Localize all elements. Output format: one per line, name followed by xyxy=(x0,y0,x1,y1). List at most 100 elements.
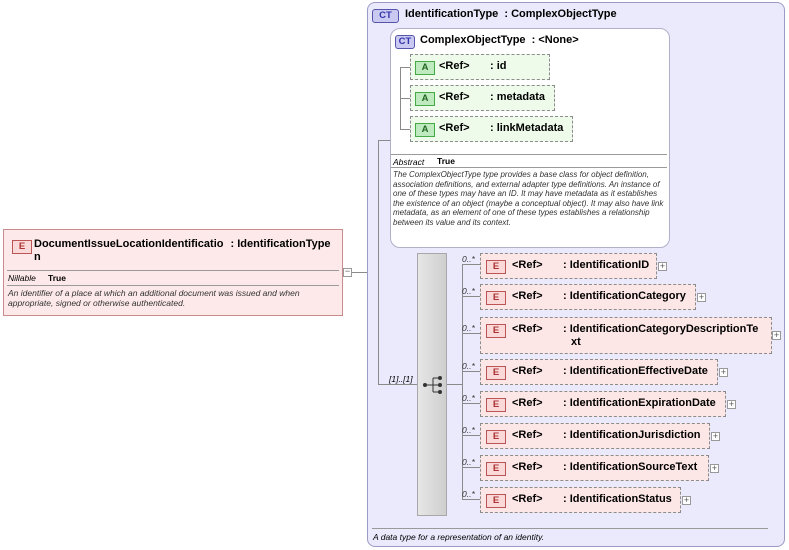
elem-connector-8 xyxy=(462,499,480,500)
element-name: : IdentificationJurisdiction xyxy=(563,429,701,441)
expand-icon[interactable]: + xyxy=(727,399,736,409)
element-badge: E xyxy=(486,366,506,380)
sequence-compositor[interactable] xyxy=(417,253,447,516)
attribute-ref: <Ref> xyxy=(439,122,470,134)
connector-root-h xyxy=(352,272,378,273)
element-name-line2: xt xyxy=(571,336,581,348)
element-badge: E xyxy=(486,430,506,444)
element-ref: <Ref> xyxy=(512,461,543,473)
element-ref: <Ref> xyxy=(512,323,543,335)
element-name: : IdentificationEffectiveDate xyxy=(563,365,708,377)
attribute-ref: <Ref> xyxy=(439,60,470,72)
root-element-name-line1: DocumentIssueLocationIdentificatio xyxy=(34,238,224,250)
inner-complex-type-badge: CT xyxy=(395,35,415,49)
root-element-box[interactable]: E DocumentIssueLocationIdentificatio : I… xyxy=(3,229,343,316)
element-ref: <Ref> xyxy=(512,429,543,441)
elem-connector-2 xyxy=(462,296,480,297)
element-multiplicity: 0..* xyxy=(462,286,475,296)
element-ref: <Ref> xyxy=(512,365,543,377)
complex-type-title: IdentificationType : ComplexObjectType xyxy=(405,8,617,20)
element-badge: E xyxy=(486,462,506,476)
element-ref: <Ref> xyxy=(512,290,543,302)
sequence-icon xyxy=(423,376,442,394)
expand-icon[interactable]: + xyxy=(682,495,691,505)
element-ref: <Ref> xyxy=(512,493,543,505)
elem-connector-4 xyxy=(462,371,480,372)
sequence-multiplicity: [1]..[1] xyxy=(389,374,413,384)
element-badge: E xyxy=(486,494,506,508)
element-multiplicity: 0..* xyxy=(462,393,475,403)
outer-footer-separator xyxy=(372,528,768,529)
seq-connector-v xyxy=(462,264,463,500)
inner-type-description: The ComplexObjectType type provides a ba… xyxy=(393,170,664,227)
element-identificationeffectivedate[interactable]: E <Ref> : IdentificationEffectiveDate xyxy=(480,359,718,385)
element-identificationcategory[interactable]: E <Ref> : IdentificationCategory xyxy=(480,284,696,310)
attr-connector-2 xyxy=(400,98,410,99)
element-ref: <Ref> xyxy=(512,397,543,409)
attribute-name: : id xyxy=(490,60,507,72)
attr-connector-1 xyxy=(400,67,410,68)
root-separator-1 xyxy=(7,270,339,271)
collapse-toggle-icon[interactable]: − xyxy=(343,266,352,277)
element-identificationexpirationdate[interactable]: E <Ref> : IdentificationExpirationDate xyxy=(480,391,726,417)
element-multiplicity: 0..* xyxy=(462,425,475,435)
nillable-value: True xyxy=(48,273,66,283)
connector-outer-v xyxy=(378,140,379,385)
connector-to-sequence xyxy=(378,384,418,385)
attr-connector-3 xyxy=(400,129,410,130)
element-identificationjurisdiction[interactable]: E <Ref> : IdentificationJurisdiction xyxy=(480,423,710,449)
seq-connector-main xyxy=(447,384,462,385)
expand-icon[interactable]: + xyxy=(710,463,719,473)
element-ref: <Ref> xyxy=(512,259,543,271)
elem-connector-3 xyxy=(462,333,480,334)
root-element-type: : IdentificationType xyxy=(230,238,331,250)
complex-type-name: IdentificationType xyxy=(405,8,499,20)
complex-type-badge: CT xyxy=(372,9,399,23)
inner-separator-1 xyxy=(391,154,667,155)
expand-icon[interactable]: + xyxy=(697,292,706,302)
inner-complex-type-name: ComplexObjectType xyxy=(420,34,526,46)
root-description: An identifier of a place at which an add… xyxy=(8,288,300,308)
element-multiplicity: 0..* xyxy=(462,323,475,333)
element-identificationcategorydescriptiontext[interactable]: E <Ref> : IdentificationCategoryDescript… xyxy=(480,317,772,354)
element-badge: E xyxy=(486,398,506,412)
element-identificationstatus[interactable]: E <Ref> : IdentificationStatus xyxy=(480,487,681,513)
elem-connector-1 xyxy=(462,264,480,265)
element-identificationsourcetext[interactable]: E <Ref> : IdentificationSourceText xyxy=(480,455,709,481)
root-element-name: DocumentIssueLocationIdentificatio : Ide… xyxy=(34,238,339,264)
attribute-badge: A xyxy=(415,92,435,106)
abstract-value: True xyxy=(437,156,455,166)
attribute-ref: <Ref> xyxy=(439,91,470,103)
expand-icon[interactable]: + xyxy=(658,261,667,271)
element-multiplicity: 0..* xyxy=(462,361,475,371)
element-badge: E xyxy=(486,260,506,274)
complex-type-base: : ComplexObjectType xyxy=(504,8,617,20)
element-name: : IdentificationID xyxy=(563,259,650,271)
element-name: : IdentificationExpirationDate xyxy=(563,397,716,409)
element-multiplicity: 0..* xyxy=(462,457,475,467)
element-badge: E xyxy=(486,324,506,338)
element-name: : IdentificationCategoryDescriptionTe xt xyxy=(563,323,758,349)
element-multiplicity: 0..* xyxy=(462,489,475,499)
expand-icon[interactable]: + xyxy=(772,330,781,340)
inner-complex-type-base: : <None> xyxy=(531,34,579,46)
root-separator-2 xyxy=(7,285,339,286)
attribute-metadata[interactable]: A <Ref> : metadata xyxy=(410,85,555,111)
attribute-linkmetadata[interactable]: A <Ref> : linkMetadata xyxy=(410,116,573,142)
attribute-badge: A xyxy=(415,61,435,75)
inner-complex-type-title: ComplexObjectType : <None> xyxy=(420,34,579,46)
expand-icon[interactable]: + xyxy=(719,367,728,377)
nillable-label: Nillable xyxy=(8,273,36,283)
elem-connector-6 xyxy=(462,435,480,436)
elem-connector-7 xyxy=(462,467,480,468)
element-multiplicity: 0..* xyxy=(462,254,475,264)
element-name: : IdentificationStatus xyxy=(563,493,672,505)
attribute-id[interactable]: A <Ref> : id xyxy=(410,54,550,80)
attribute-badge: A xyxy=(415,123,435,137)
connector-to-inner xyxy=(378,140,390,141)
attribute-name: : linkMetadata xyxy=(490,122,564,134)
element-badge: E xyxy=(486,291,506,305)
expand-icon[interactable]: + xyxy=(711,431,720,441)
element-identificationid[interactable]: E <Ref> : IdentificationID xyxy=(480,253,657,279)
abstract-label: Abstract xyxy=(393,157,425,167)
